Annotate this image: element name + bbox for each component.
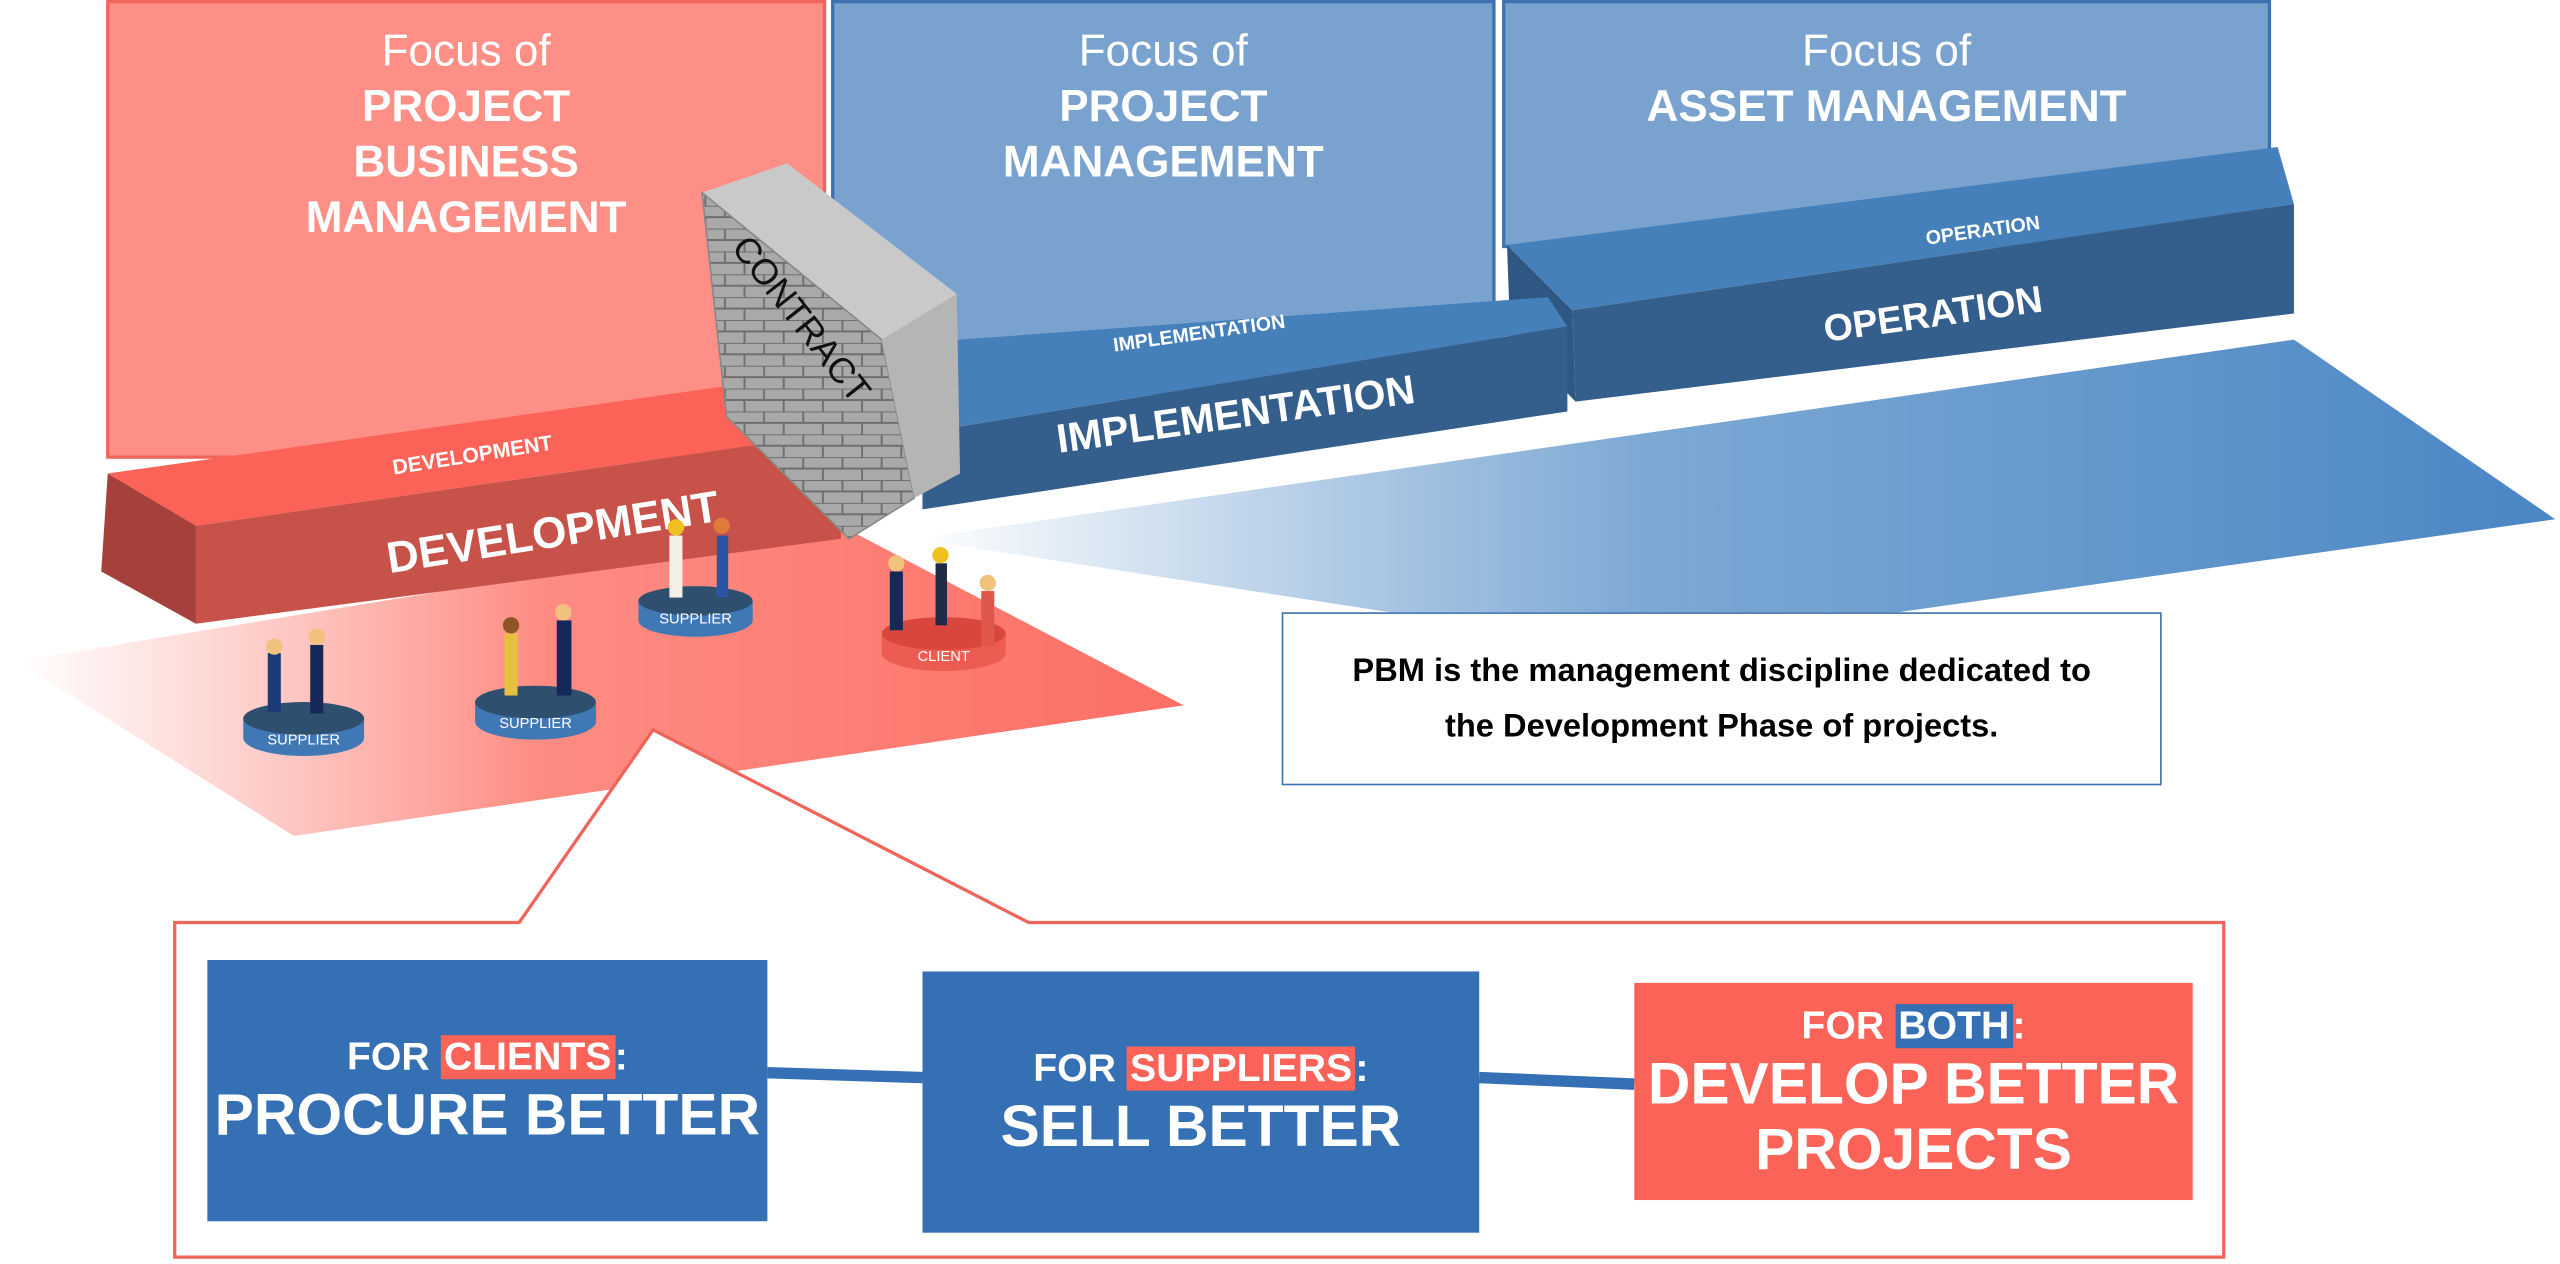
benefit-suppliers: FOR SUPPLIERS: SELL BETTER: [922, 971, 1480, 1233]
prefix: FOR: [1033, 1046, 1127, 1091]
supplier-pedestal-2: SUPPLIER: [475, 604, 596, 740]
focus-prefix: Focus of: [381, 26, 551, 76]
suffix: :: [2012, 1003, 2026, 1048]
prefix: FOR: [346, 1035, 441, 1080]
development-block: [101, 372, 841, 624]
focus-line: ASSET MANAGEMENT: [1646, 81, 2127, 131]
supplier-pedestal-3: SUPPLIER: [638, 517, 753, 637]
suffix: :: [1355, 1046, 1369, 1091]
note-line: the Development Phase of projects.: [1444, 708, 1999, 745]
pbm-definition-note: PBM is the management discipline dedicat…: [1281, 612, 2162, 786]
audience-highlight: CLIENTS: [440, 1035, 615, 1079]
note-line: PBM is the management discipline dedicat…: [1352, 653, 2091, 689]
benefit-main: DEVELOP BETTER: [1647, 1049, 2180, 1116]
connector-line: [1478, 1071, 1635, 1090]
svg-text:CLIENT: CLIENT: [918, 649, 970, 665]
svg-text:SUPPLIER: SUPPLIER: [267, 733, 340, 749]
focus-title-am: Focus of ASSET MANAGEMENT: [1504, 23, 2270, 134]
connector-line: [767, 1066, 923, 1084]
implementation-block: [914, 297, 1568, 510]
benefit-main: SELL BETTER: [1000, 1092, 1402, 1160]
blue-floor: [914, 339, 2556, 650]
contract-wall: [701, 163, 961, 540]
benefit-audience: FOR CLIENTS:: [347, 1033, 628, 1082]
focus-line: PROJECT: [1059, 81, 1268, 131]
svg-text:SUPPLIER: SUPPLIER: [659, 612, 732, 628]
focus-line: PROJECT: [362, 81, 571, 131]
benefit-audience: FOR SUPPLIERS:: [1033, 1045, 1368, 1094]
client-pedestal: CLIENT: [881, 546, 1006, 672]
focus-title-pbm: Focus of PROJECT BUSINESS MANAGEMENT: [108, 23, 825, 245]
supplier-pedestal-1: SUPPLIER: [243, 628, 365, 756]
focus-line: MANAGEMENT: [1002, 137, 1324, 187]
audience-highlight: BOTH: [1895, 1003, 2013, 1048]
benefit-both: FOR BOTH: DEVELOP BETTER PROJECTS: [1634, 982, 2193, 1201]
focus-prefix: Focus of: [1078, 26, 1248, 76]
benefit-main: PROJECTS: [1755, 1114, 2072, 1182]
focus-line: MANAGEMENT: [305, 192, 627, 242]
focus-title-pm: Focus of PROJECT MANAGEMENT: [833, 23, 1494, 190]
focus-panel-pbm: [106, 0, 827, 459]
prefix: FOR: [1801, 1003, 1896, 1048]
suffix: :: [614, 1035, 628, 1080]
audience-highlight: SUPPLIERS: [1126, 1046, 1356, 1091]
svg-text:SUPPLIER: SUPPLIER: [499, 716, 572, 732]
focus-prefix: Focus of: [1802, 26, 1972, 76]
benefit-audience: FOR BOTH:: [1801, 1002, 2026, 1051]
benefit-clients: FOR CLIENTS: PROCURE BETTER: [207, 960, 768, 1222]
focus-line: BUSINESS: [353, 137, 579, 187]
benefit-main: PROCURE BETTER: [214, 1080, 761, 1148]
